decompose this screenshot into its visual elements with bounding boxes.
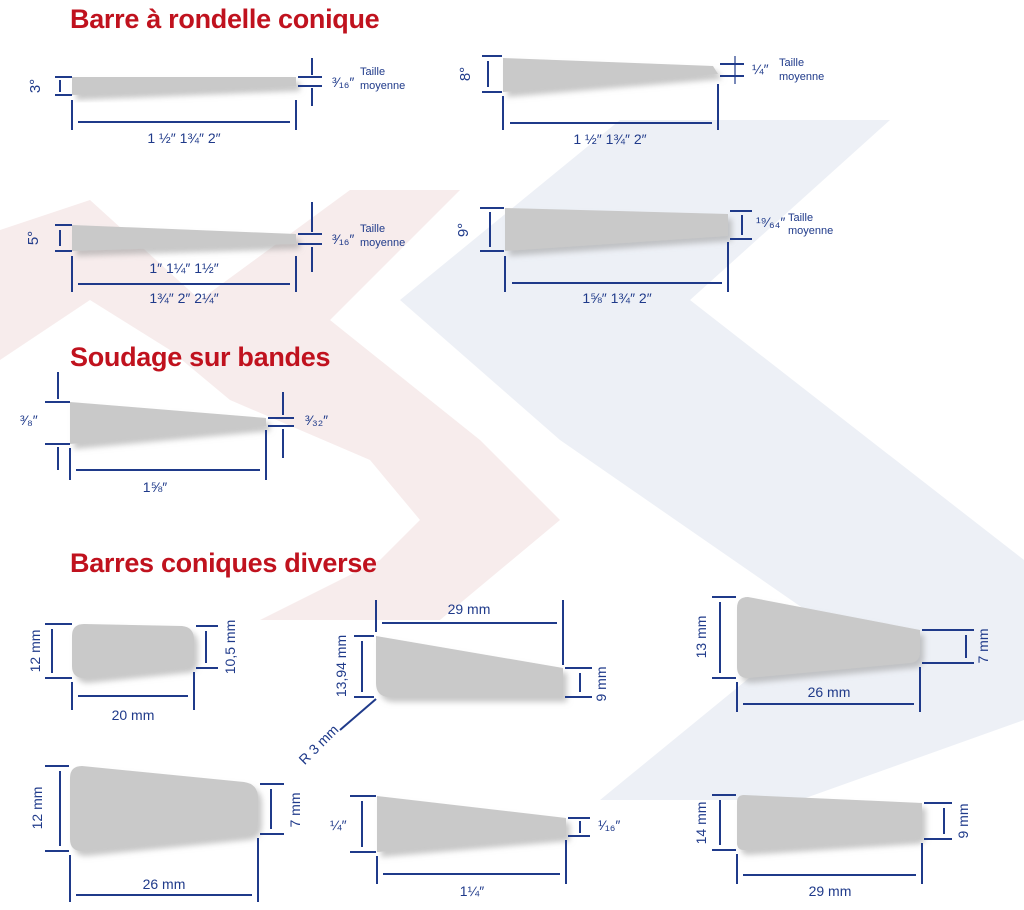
washer-4-angle: 9° <box>455 223 472 237</box>
washer-1-angle: 3° <box>27 79 44 93</box>
washer-3-size-label: Taille <box>360 223 385 235</box>
misc-bar-4: 12 mm 7 mm 26 mm <box>29 765 303 902</box>
heading-strip-welding: Soudage sur bandes <box>70 342 331 372</box>
washer-2-thickness: ¼″ <box>752 61 769 77</box>
misc-5-length: 1¼″ <box>460 883 484 899</box>
washer-4-thickness: ¹⁹⁄₆₄″ <box>756 214 785 230</box>
misc-bar-6: 14 mm 9 mm 29 mm <box>693 794 971 899</box>
washer-2-angle: 8° <box>457 67 474 81</box>
washer-bar-8deg: 8° ¼″ Taille moyenne 1 ½″ 1¾″ 2″ <box>457 55 824 147</box>
misc-bar-1: 12 mm 10,5 mm 20 mm <box>27 620 238 723</box>
washer-3-thickness: ³⁄₁₆″ <box>332 231 354 247</box>
misc-bar-3: 13 mm 7 mm 26 mm <box>693 596 991 712</box>
washer-3-lengths: 1″ 1¼″ 1½″ <box>149 260 218 276</box>
misc-3-length: 26 mm <box>808 684 851 700</box>
strip-length: 1⅝″ <box>143 479 167 495</box>
misc-6-length: 29 mm <box>809 883 852 899</box>
misc-5-end: ¹⁄₁₆″ <box>598 817 620 833</box>
misc-bar-5: ¼″ ¹⁄₁₆″ 1¼″ <box>330 795 620 899</box>
washer-2-size-label: Taille <box>779 57 804 69</box>
washer-4-size-label-2: moyenne <box>788 225 833 237</box>
misc-4-length: 26 mm <box>143 876 186 892</box>
heading-misc-tapered: Barres coniques diverse <box>70 548 377 578</box>
washer-1-size-label-2: moyenne <box>360 80 405 92</box>
misc-bar-2: 29 mm 13,94 mm 9 mm R 3 mm <box>295 600 609 767</box>
washer-2-size-label-2: moyenne <box>779 71 824 83</box>
heading-tapered-washer: Barre à rondelle conique <box>70 4 380 34</box>
washer-3-size-label-2: moyenne <box>360 237 405 249</box>
misc-4-end: 7 mm <box>287 793 303 828</box>
misc-2-height: 13,94 mm <box>333 635 349 697</box>
washer-3-lengths-2: 1¾″ 2″ 2¼″ <box>149 290 218 306</box>
misc-6-height: 14 mm <box>693 802 709 845</box>
misc-5-height: ¼″ <box>330 817 347 833</box>
misc-1-end: 10,5 mm <box>222 620 238 674</box>
washer-1-size-label: Taille <box>360 66 385 78</box>
misc-2-radius: R 3 mm <box>295 721 341 767</box>
misc-1-length: 20 mm <box>112 707 155 723</box>
bg-chevron-red <box>0 190 560 620</box>
misc-1-height: 12 mm <box>27 630 43 673</box>
washer-3-angle: 5° <box>25 231 42 245</box>
misc-6-end: 9 mm <box>955 804 971 839</box>
misc-2-length: 29 mm <box>448 601 491 617</box>
strip-thick-end: ³⁄₈″ <box>20 412 38 428</box>
washer-2-lengths: 1 ½″ 1¾″ 2″ <box>573 131 646 147</box>
misc-3-end: 7 mm <box>975 629 991 664</box>
washer-1-lengths: 1 ½″ 1¾″ 2″ <box>147 130 220 146</box>
washer-4-lengths: 1⅝″ 1¾″ 2″ <box>582 290 651 306</box>
misc-2-end: 9 mm <box>593 667 609 702</box>
washer-bar-9deg: 9° ¹⁹⁄₆₄″ Taille moyenne 1⅝″ 1¾″ 2″ <box>455 207 833 306</box>
strip-thin-end: ³⁄₃₂″ <box>305 412 328 428</box>
washer-1-thickness: ³⁄₁₆″ <box>332 74 354 90</box>
washer-bar-3deg: 3° ³⁄₁₆″ Taille moyenne 1 ½″ 1¾″ 2″ <box>27 58 405 146</box>
washer-4-size-label: Taille <box>788 212 813 224</box>
strip-welding-bar: ³⁄₈″ ³⁄₃₂″ 1⅝″ <box>20 372 328 495</box>
misc-4-height: 12 mm <box>29 787 45 830</box>
misc-3-height: 13 mm <box>693 616 709 659</box>
washer-bar-5deg: 5° ³⁄₁₆″ Taille moyenne 1″ 1¼″ 1½″ 1¾″ 2… <box>25 202 405 306</box>
